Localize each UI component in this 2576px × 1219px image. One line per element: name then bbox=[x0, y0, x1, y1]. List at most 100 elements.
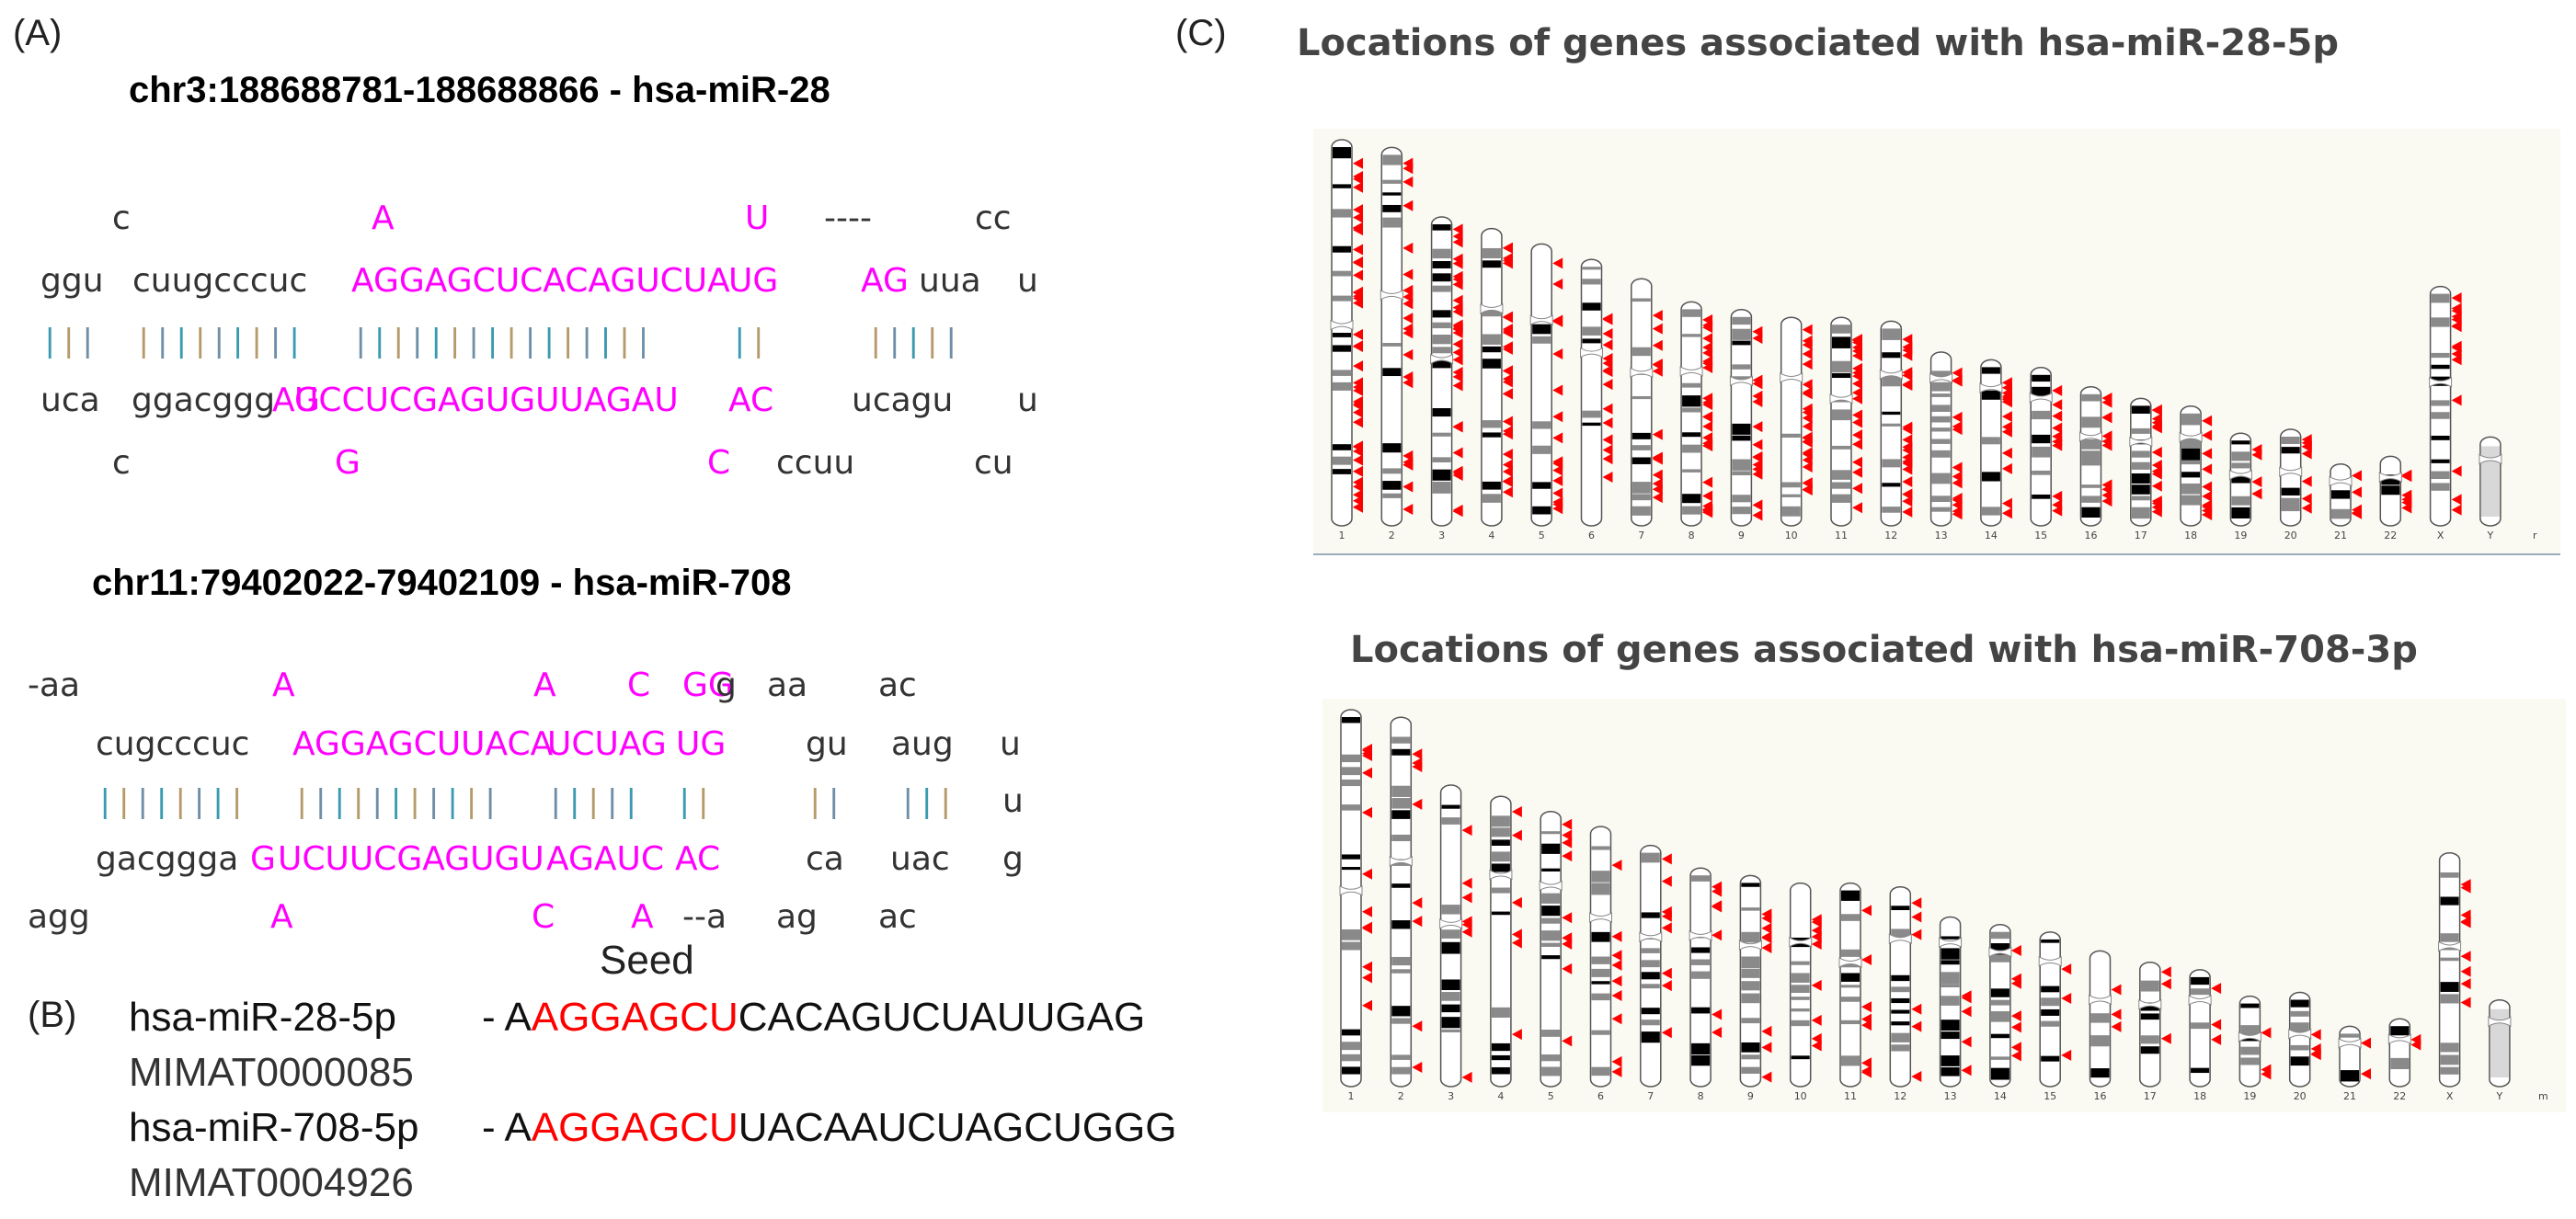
gene-marker bbox=[1353, 204, 1363, 216]
centromere bbox=[1539, 880, 1563, 892]
gene-marker bbox=[1802, 348, 1813, 360]
chromosome-band bbox=[1333, 382, 1351, 391]
gene-marker bbox=[2261, 1064, 2272, 1076]
chromosome-label: 13 bbox=[1935, 530, 1948, 541]
gene-marker bbox=[1611, 930, 1622, 942]
gene-marker bbox=[2251, 488, 2262, 500]
centromere bbox=[1689, 930, 1712, 941]
chromosome-label: 2 bbox=[1389, 530, 1395, 541]
chromosome-band bbox=[1591, 956, 1610, 964]
pair-bar: | bbox=[228, 323, 247, 359]
chromosome-7: 7 bbox=[1630, 278, 1663, 541]
gene-marker bbox=[1661, 922, 1672, 934]
gene-marker bbox=[2211, 1033, 2222, 1045]
gene-marker bbox=[2001, 447, 2012, 459]
gene-marker bbox=[2160, 978, 2171, 990]
map-corner-glyph: r bbox=[2533, 530, 2537, 541]
gene-marker bbox=[1461, 1071, 1472, 1083]
gene-marker bbox=[2401, 489, 2412, 501]
gene-marker bbox=[2451, 504, 2462, 516]
chromosome-label: 6 bbox=[1597, 1090, 1604, 1102]
gene-marker bbox=[1362, 868, 1372, 880]
chromosome-label: Y bbox=[2487, 530, 2494, 541]
chromosome-band bbox=[1532, 336, 1551, 344]
chromosome-18: 18 bbox=[2179, 405, 2213, 541]
chromosome-label: 22 bbox=[2393, 1090, 2406, 1102]
gene-marker bbox=[1353, 171, 1363, 183]
gene-marker bbox=[2001, 497, 2012, 509]
chromosome-band bbox=[1841, 914, 1860, 921]
mature-sequence-segment: UCUAG bbox=[547, 725, 667, 763]
chromosome-label: 10 bbox=[1794, 1090, 1807, 1102]
centromere bbox=[2488, 1016, 2512, 1028]
chromosome-band bbox=[1631, 395, 1651, 400]
chromosome-label: 3 bbox=[1448, 1090, 1454, 1102]
gene-marker bbox=[1611, 1013, 1622, 1025]
gene-marker bbox=[2460, 965, 2471, 977]
chromosome-band bbox=[1391, 1006, 1411, 1017]
gene-marker bbox=[1602, 472, 1613, 484]
chromosome-band bbox=[1441, 941, 1460, 954]
gene-marker bbox=[1602, 434, 1613, 446]
gene-marker bbox=[1811, 1032, 1822, 1044]
chromosome-band bbox=[2341, 1033, 2359, 1038]
centromere bbox=[1829, 393, 1853, 404]
centromere bbox=[2288, 1028, 2312, 1040]
chromosome-body bbox=[1380, 146, 1403, 527]
chromosome-label: 12 bbox=[1884, 530, 1897, 541]
chromosome-band bbox=[1682, 309, 1701, 317]
chromosome-body bbox=[2429, 285, 2452, 527]
chromosome-band bbox=[1432, 347, 1451, 354]
chromosome-band bbox=[1732, 340, 1751, 346]
chromosome-band bbox=[1631, 432, 1651, 439]
chromosome-band bbox=[1741, 907, 1760, 911]
gene-marker bbox=[1811, 925, 1822, 937]
chromosome-band bbox=[1441, 992, 1460, 1001]
pair-bar: | bbox=[227, 783, 246, 820]
mature-sequence-segment: A bbox=[270, 898, 293, 936]
chromosome-4: 4 bbox=[1489, 795, 1522, 1102]
gene-marker bbox=[1811, 979, 1822, 991]
chromosome-band bbox=[1882, 328, 1901, 340]
gene-marker bbox=[1353, 340, 1363, 352]
gene-marker bbox=[1752, 459, 1763, 471]
gene-marker bbox=[2010, 1021, 2021, 1033]
gene-marker bbox=[2460, 978, 2471, 990]
centromere bbox=[1389, 856, 1413, 867]
gene-marker bbox=[2151, 496, 2162, 507]
chromosome-label: 4 bbox=[1488, 530, 1494, 541]
gene-marker bbox=[1852, 409, 1862, 421]
centromere bbox=[1330, 319, 1354, 331]
chromosome-band bbox=[1990, 954, 2009, 963]
gene-marker bbox=[1412, 1020, 1423, 1032]
centromere bbox=[1888, 933, 1912, 945]
pair-bar: | bbox=[634, 323, 653, 359]
gene-marker bbox=[1602, 453, 1613, 465]
gene-marker bbox=[1761, 908, 1772, 920]
gene-marker bbox=[1362, 922, 1372, 934]
chromosome-band bbox=[1342, 717, 1360, 723]
gene-marker bbox=[1902, 334, 1913, 346]
chromosome-band bbox=[1941, 936, 1960, 940]
centromere bbox=[2089, 994, 2112, 1006]
chromosome-body bbox=[1340, 709, 1362, 1088]
chromosome-label: 10 bbox=[1785, 530, 1798, 541]
chromosome-band bbox=[2440, 896, 2459, 906]
chromosome-band bbox=[1482, 494, 1501, 503]
chromosome-band bbox=[1941, 960, 1960, 965]
gene-marker bbox=[1702, 504, 1713, 516]
chromosome-14: 14 bbox=[1988, 923, 2021, 1102]
chromosome-7: 7 bbox=[1639, 844, 1672, 1102]
chromosome-band bbox=[1342, 928, 1360, 940]
chromosome-body bbox=[1530, 243, 1552, 527]
base-pair-bars: || bbox=[806, 780, 843, 823]
base-pair-bars: ||||| bbox=[866, 320, 960, 362]
gene-marker bbox=[1911, 897, 1922, 909]
gene-marker bbox=[1761, 1025, 1772, 1037]
chromosome-label: X bbox=[2437, 530, 2444, 541]
chromosome-label: 15 bbox=[2044, 1090, 2056, 1102]
chromosome-band bbox=[1691, 1054, 1711, 1066]
chromosome-band bbox=[1591, 981, 1610, 985]
centromere bbox=[1580, 347, 1603, 359]
chromosome-band bbox=[1482, 481, 1501, 490]
